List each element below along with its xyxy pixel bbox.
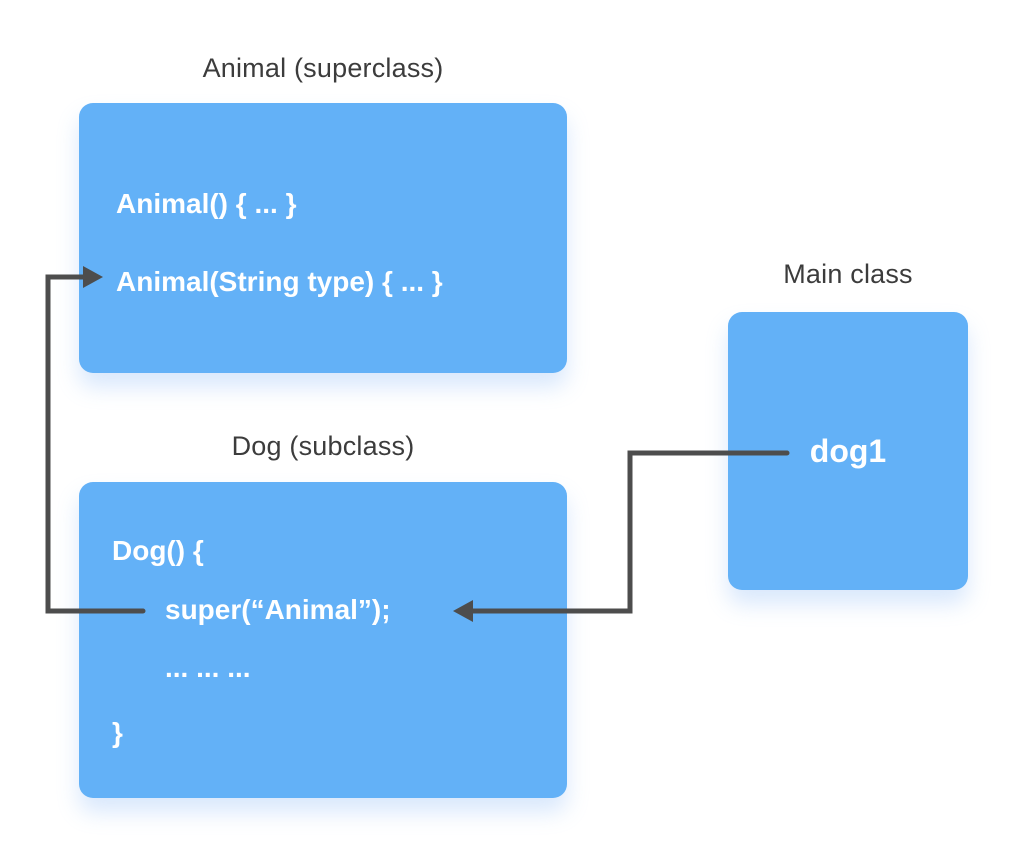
dog-subclass-box: Dog() { super(“Animal”); ... ... ... } (79, 482, 567, 798)
dog-super-call-code: super(“Animal”); (165, 594, 391, 625)
animal-string-constructor-code: Animal(String type) { ... } (116, 266, 443, 297)
dog-body-ellipsis-code: ... ... ... (165, 652, 251, 683)
dog-constructor-close-code: } (112, 717, 123, 748)
animal-superclass-label: Animal (superclass) (202, 53, 444, 83)
dog-constructor-open-code: Dog() { (112, 535, 204, 566)
animal-default-constructor-code: Animal() { ... } (116, 188, 297, 219)
animal-superclass-box: Animal() { ... } Animal(String type) { .… (79, 103, 567, 373)
dog-subclass-label: Dog (subclass) (231, 431, 415, 461)
dog1-object-reference: dog1 (809, 432, 887, 469)
main-class-box: dog1 (728, 312, 968, 590)
main-class-label: Main class (783, 259, 913, 289)
